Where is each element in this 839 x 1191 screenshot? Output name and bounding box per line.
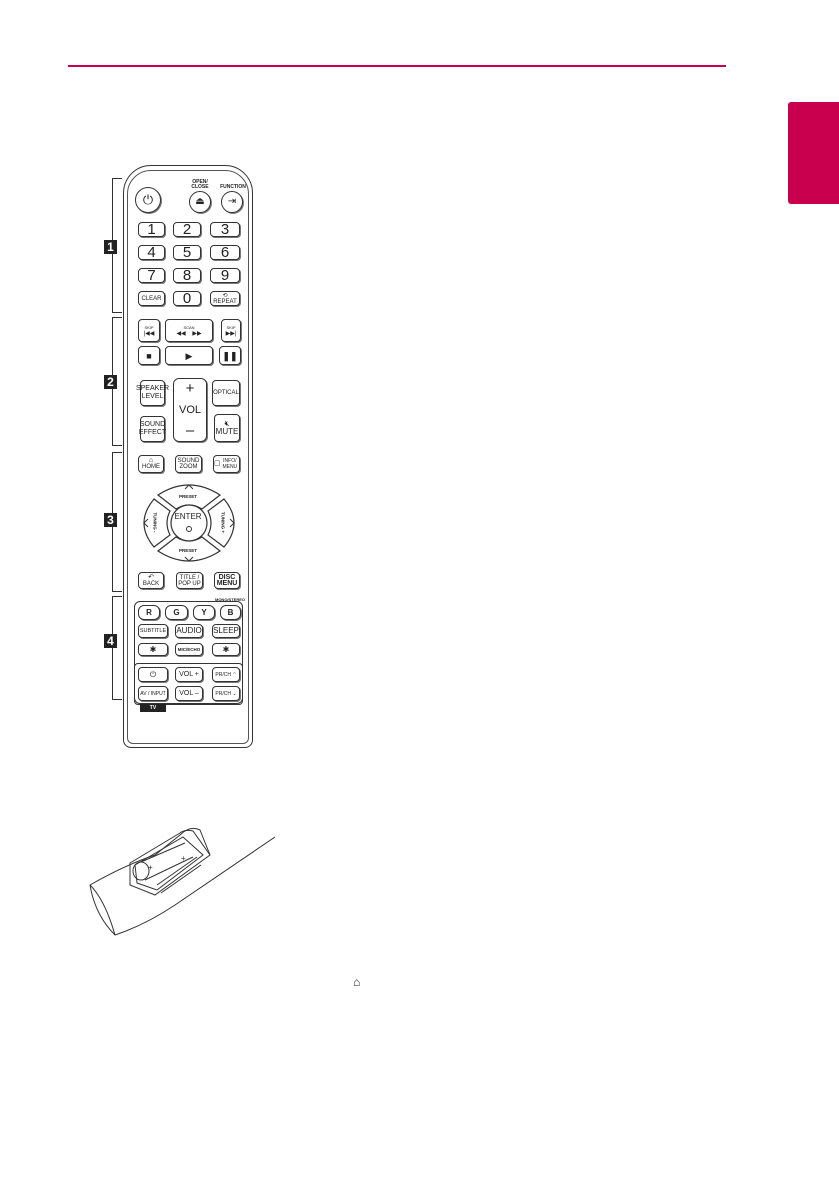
preset-up-label: PRESET: [178, 494, 197, 499]
pause-button[interactable]: ❚❚: [219, 346, 241, 365]
svg-text:+: +: [148, 863, 153, 872]
volume-label: VOL: [178, 403, 201, 416]
tuning-minus-label: TUNING -: [152, 512, 158, 533]
function-label: FUNCTION: [220, 184, 246, 190]
volume-down[interactable]: –: [185, 422, 195, 439]
right-arrow-icon: [229, 518, 235, 528]
section-tab: [788, 102, 839, 204]
scan-button[interactable]: SCAN◀◀ ▶▶: [165, 319, 213, 342]
power-icon: ⏻: [149, 669, 157, 679]
open-close-label: OPEN/ CLOSE: [191, 179, 209, 190]
section-number-2: 2: [104, 375, 117, 389]
number-button-2[interactable]: 2: [173, 222, 201, 237]
repeat-icon: ⟲: [222, 292, 228, 299]
section-number-1: 1: [104, 240, 117, 254]
tuning-plus-button[interactable]: [207, 498, 235, 548]
pause-icon: ❚❚: [222, 350, 238, 361]
number-button-3[interactable]: 3: [210, 222, 240, 237]
enter-dot-icon: [186, 526, 192, 532]
number-button-9[interactable]: 9: [210, 268, 240, 283]
section-number-3: 3: [104, 513, 117, 527]
av-input-button[interactable]: AV / INPUT: [138, 686, 168, 701]
tv-channel-down-button[interactable]: PR/CH ⌄: [212, 686, 240, 701]
home-button[interactable]: ⌂HOME: [138, 455, 164, 473]
green-button[interactable]: G: [165, 605, 188, 620]
skip-back-button[interactable]: SKIP|◀◀: [138, 319, 160, 342]
info-menu-button[interactable]: ▢INFO/ MENU: [213, 455, 240, 473]
enter-label: ENTER: [174, 512, 202, 521]
red-button[interactable]: R: [138, 605, 160, 620]
volume-up[interactable]: +: [185, 380, 195, 397]
volume-rocker[interactable]: + VOL –: [173, 378, 207, 442]
skip-forward-button[interactable]: SKIP▶▶|: [221, 319, 241, 342]
subtitle-button[interactable]: SUBTITLE: [138, 624, 168, 638]
down-arrow-icon: [184, 556, 194, 562]
clear-button[interactable]: CLEAR: [138, 291, 165, 306]
number-button-0[interactable]: 0: [173, 291, 201, 306]
repeat-button[interactable]: ⟲REPEAT: [210, 291, 240, 306]
number-button-5[interactable]: 5: [173, 245, 201, 260]
left-arrow-icon: [143, 518, 149, 528]
remote-control: [123, 165, 253, 748]
disc-menu-button[interactable]: DISC MENU: [214, 572, 240, 589]
tv-volume-up-button[interactable]: VOL +: [175, 667, 203, 682]
tv-label: TV: [140, 704, 166, 712]
direction-pad[interactable]: [138, 479, 240, 567]
stop-button[interactable]: ■: [138, 346, 160, 365]
tuning-minus-button[interactable]: [143, 498, 171, 548]
number-button-1[interactable]: 1: [138, 222, 165, 237]
stop-icon: ■: [146, 350, 152, 361]
tv-volume-down-button[interactable]: VOL –: [175, 686, 203, 701]
skip-forward-icon: ▶▶|: [225, 330, 237, 337]
number-button-8[interactable]: 8: [173, 268, 201, 283]
number-button-4[interactable]: 4: [138, 245, 165, 260]
preset-down-label: PRESET: [178, 548, 197, 553]
section-bracket-4: [112, 596, 122, 700]
enter-button[interactable]: [170, 504, 208, 542]
skip-back-icon: |◀◀: [143, 330, 155, 337]
back-button[interactable]: ↶BACK: [138, 572, 164, 589]
number-button-6[interactable]: 6: [210, 245, 240, 260]
tuning-plus-label: TUNING +: [220, 511, 226, 534]
sleep-button[interactable]: SLEEP: [212, 624, 240, 638]
power-icon: ⏻: [142, 192, 154, 207]
open-close-button[interactable]: ⏏: [189, 191, 211, 213]
home-icon: ⌂: [148, 457, 154, 464]
mic-echo-button[interactable]: MIC/ECHO: [175, 643, 203, 656]
tv-control-group: [134, 663, 243, 705]
play-button[interactable]: ▶: [165, 346, 213, 365]
mono-stereo-label: MONO/STEREO: [214, 597, 245, 602]
svg-text:+: +: [181, 854, 186, 863]
info-icon: ▢: [214, 460, 221, 467]
optical-button[interactable]: OPTICAL: [212, 380, 240, 406]
mute-icon: 🔇︎: [224, 419, 230, 428]
tv-channel-up-button[interactable]: PR/CH ⌃: [212, 667, 240, 682]
number-button-7[interactable]: 7: [138, 268, 165, 283]
tv-power-button[interactable]: ⏻: [138, 667, 168, 682]
tv-keys-area: [134, 601, 243, 704]
up-arrow-icon: [184, 484, 194, 490]
header-rule: [68, 65, 726, 67]
scan-icon: ◀◀ ▶▶: [176, 330, 202, 337]
star-button-right[interactable]: ✱: [212, 643, 240, 656]
mute-button[interactable]: 🔇︎MUTE: [214, 414, 240, 442]
audio-button[interactable]: AUDIO: [175, 624, 203, 638]
home-icon: ⌂: [353, 975, 361, 989]
power-button[interactable]: ⏻: [135, 187, 161, 213]
sound-effect-button[interactable]: SOUND EFFECT: [139, 416, 166, 442]
star-button-left[interactable]: ✱: [138, 643, 168, 656]
input-icon: ⇥: [227, 196, 237, 207]
speaker-level-button[interactable]: SPEAKER LEVEL: [136, 380, 169, 406]
battery-installation-illustration: + +: [89, 827, 276, 936]
yellow-button[interactable]: Y: [193, 605, 215, 620]
play-icon: ▶: [185, 350, 193, 361]
blue-button[interactable]: B: [220, 605, 241, 620]
remote-face: [127, 170, 249, 744]
function-button[interactable]: ⇥: [221, 191, 243, 213]
section-number-4: 4: [104, 634, 117, 648]
back-icon: ↶: [148, 573, 154, 581]
sound-zoom-button[interactable]: SOUND ZOOM: [175, 455, 202, 473]
title-popup-button[interactable]: TITLE / POP UP: [176, 572, 203, 589]
eject-icon: ⏏: [195, 196, 205, 207]
